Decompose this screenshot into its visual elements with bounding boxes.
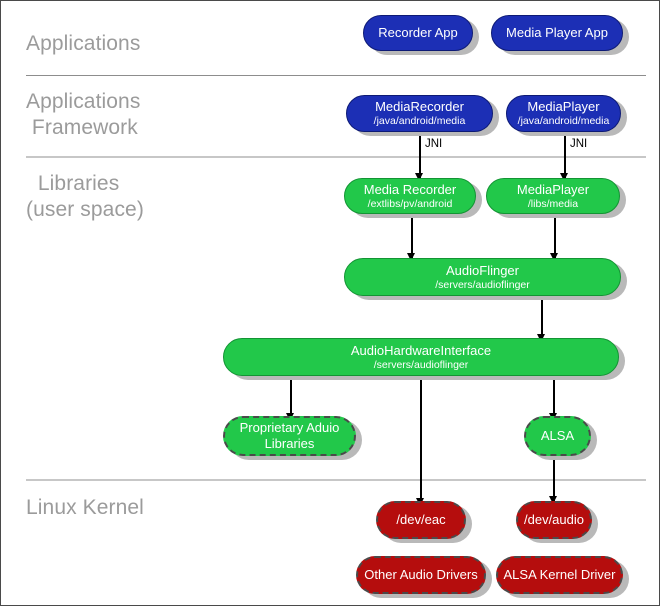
node-mediaplayer-library-title: MediaPlayer <box>516 181 590 197</box>
connector-ahi-to-alsa <box>553 376 555 420</box>
node-media-recorder-library-title: Media Recorder <box>363 181 457 197</box>
node-alsa-kernel-driver[interactable]: ALSA Kernel Driver <box>496 556 623 594</box>
jni-label-left: JNI <box>425 138 443 150</box>
arrowhead-mediaplayer-jni <box>560 173 568 181</box>
node-audioflinger[interactable]: AudioFlinger /servers/audioflinger <box>344 258 621 296</box>
node-mediarecorder-framework-title: MediaRecorder <box>375 99 464 114</box>
node-mediarecorder-framework[interactable]: MediaRecorder /java/android/media <box>346 95 493 132</box>
connector-mediaplayer-jni <box>564 132 566 182</box>
connector-mediarecorder-to-audioflinger <box>411 214 413 262</box>
node-mediaplayer-framework-path: /java/android/media <box>517 115 610 127</box>
arrowhead-mediarecorder-jni <box>415 173 423 181</box>
node-dev-eac-title: /dev/eac <box>396 512 446 527</box>
node-dev-eac[interactable]: /dev/eac <box>376 501 466 539</box>
node-audiohardwareinterface-path: /servers/audioflinger <box>373 358 469 371</box>
node-proprietary-audio-libraries-line1: Proprietary Aduio <box>239 420 340 435</box>
connector-audioflinger-to-audiohardwareinterface <box>541 296 543 344</box>
layer-label-applications-framework-line1: Applications <box>26 90 141 113</box>
node-proprietary-audio-libraries[interactable]: Proprietary Aduio Libraries <box>223 416 356 456</box>
connector-ahi-to-dev-eac <box>420 376 422 506</box>
connector-mediarecorder-jni <box>419 132 421 182</box>
node-dev-audio[interactable]: /dev/audio <box>516 501 592 539</box>
node-media-player-app[interactable]: Media Player App <box>491 15 623 51</box>
node-recorder-app[interactable]: Recorder App <box>363 15 473 51</box>
node-proprietary-audio-libraries-line2: Libraries <box>264 436 315 451</box>
connector-ahi-to-proprietary <box>290 376 292 420</box>
layer-label-linux-kernel: Linux Kernel <box>26 496 144 519</box>
arrowhead-mediaplayer-to-audioflinger <box>550 253 558 261</box>
arrowhead-alsa-to-dev-audio <box>549 496 557 504</box>
layer-label-applications-framework-line2: Framework <box>26 116 138 139</box>
node-other-audio-drivers[interactable]: Other Audio Drivers <box>356 556 486 594</box>
divider-applications <box>26 75 646 76</box>
node-audiohardwareinterface-title: AudioHardwareInterface <box>350 342 492 358</box>
node-audiohardwareinterface[interactable]: AudioHardwareInterface /servers/audiofli… <box>223 338 619 376</box>
layer-label-applications: Applications <box>26 32 141 55</box>
node-audioflinger-path: /servers/audioflinger <box>435 278 530 291</box>
node-alsa[interactable]: ALSA <box>524 416 591 456</box>
node-dev-audio-title: /dev/audio <box>524 512 584 527</box>
node-other-audio-drivers-title: Other Audio Drivers <box>364 567 478 582</box>
node-mediaplayer-framework-title: MediaPlayer <box>527 99 600 114</box>
node-mediaplayer-library[interactable]: MediaPlayer /libs/media <box>486 178 620 214</box>
node-media-player-app-title: Media Player App <box>506 25 608 40</box>
node-mediaplayer-framework[interactable]: MediaPlayer /java/android/media <box>506 95 621 132</box>
divider-linux-kernel <box>26 479 646 481</box>
node-audioflinger-title: AudioFlinger <box>446 262 519 278</box>
connector-mediaplayer-to-audioflinger <box>554 214 556 262</box>
node-alsa-kernel-driver-title: ALSA Kernel Driver <box>503 567 616 582</box>
node-media-recorder-library[interactable]: Media Recorder /extlibs/pv/android <box>344 178 476 214</box>
divider-applications-framework <box>26 156 646 158</box>
jni-label-right: JNI <box>570 138 588 150</box>
layer-label-libraries-line2: (user space) <box>26 198 144 221</box>
node-alsa-title: ALSA <box>540 428 575 443</box>
arrowhead-mediarecorder-to-audioflinger <box>407 253 415 261</box>
node-media-recorder-library-path: /extlibs/pv/android <box>367 197 453 210</box>
layer-label-libraries-line1: Libraries <box>26 172 120 195</box>
node-mediarecorder-framework-path: /java/android/media <box>373 115 466 127</box>
node-recorder-app-title: Recorder App <box>378 25 458 40</box>
node-mediaplayer-library-path: /libs/media <box>527 197 579 210</box>
connector-alsa-to-dev-audio <box>553 456 555 504</box>
